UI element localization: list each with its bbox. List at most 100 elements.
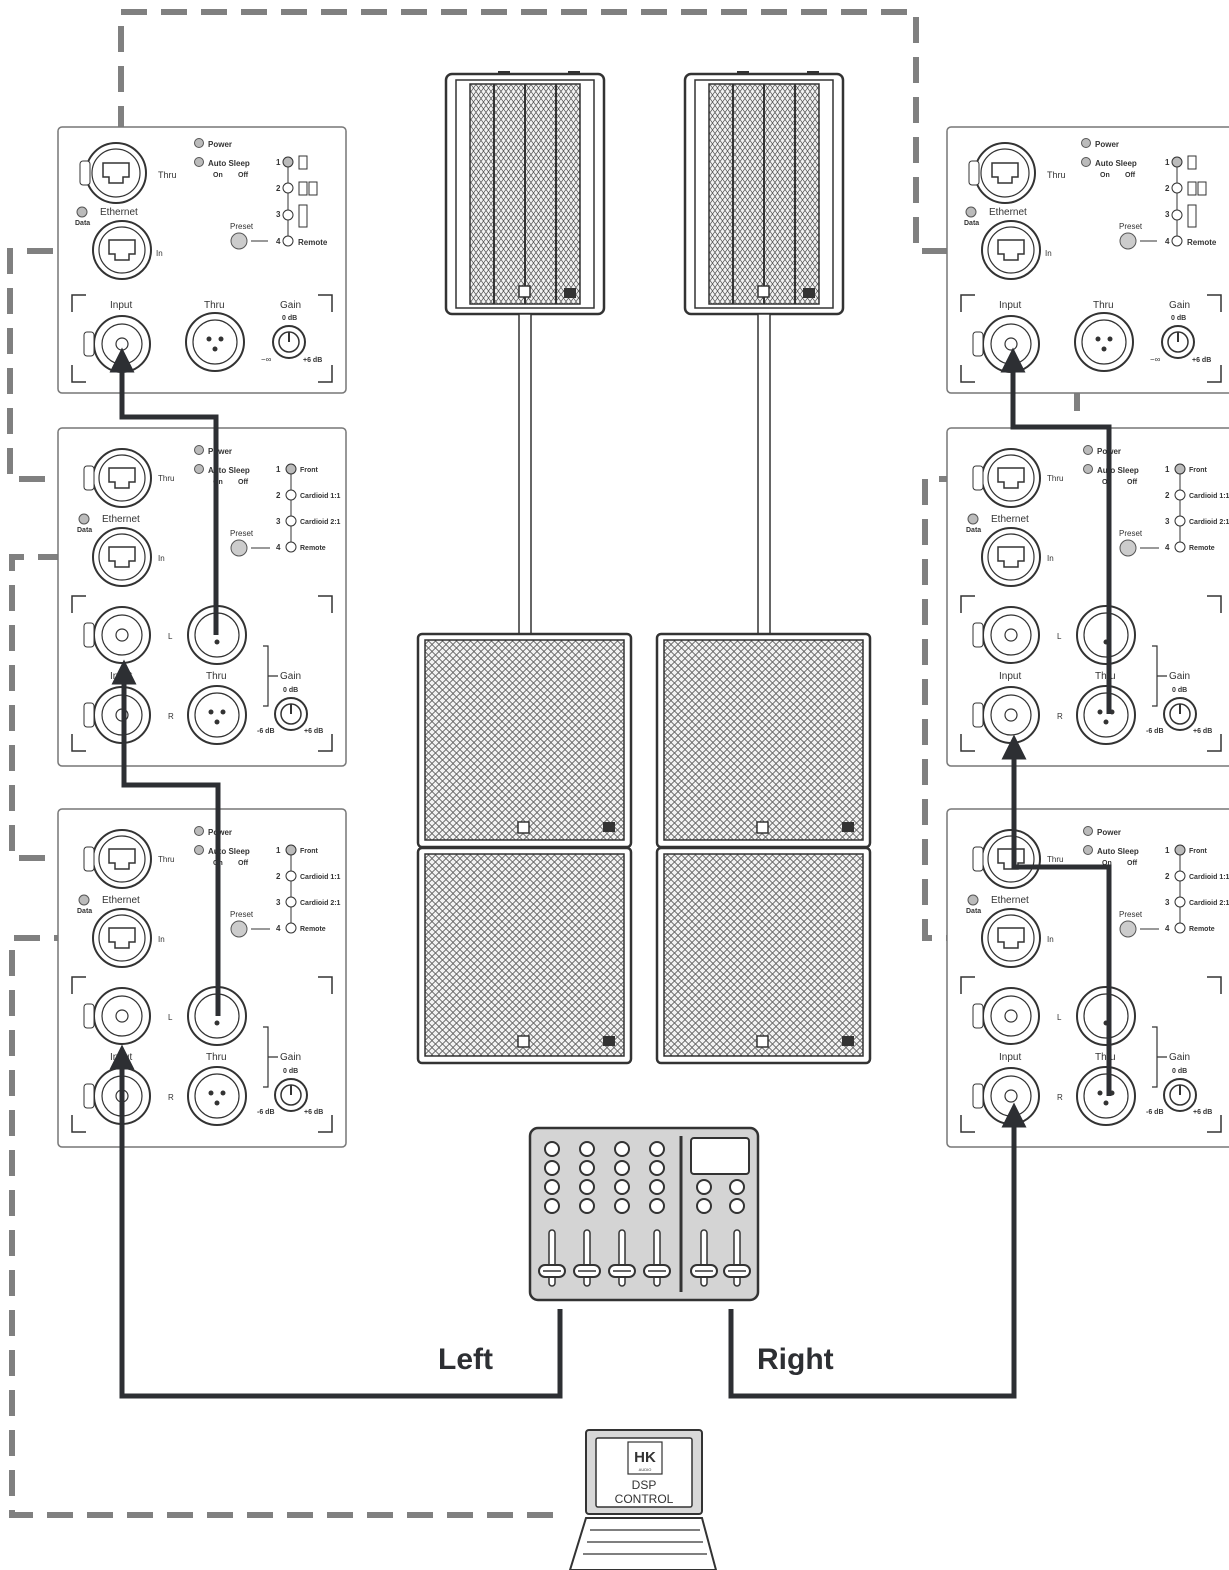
control-label: CONTROL bbox=[615, 1492, 674, 1506]
thru-label: Thru bbox=[158, 855, 174, 864]
preset-number: 4 bbox=[276, 543, 281, 552]
off-label: Off bbox=[1127, 479, 1138, 486]
ethernet-in-connector bbox=[93, 528, 151, 586]
preset-label: Preset bbox=[230, 910, 254, 919]
thru-label: Thru bbox=[158, 170, 177, 180]
preset-mode-label: Cardioid 2:1 bbox=[1189, 519, 1229, 526]
mixer-knob bbox=[580, 1142, 594, 1156]
xlr-thru-r-connector bbox=[1077, 1067, 1135, 1125]
gain-zero-label: 0 dB bbox=[282, 315, 297, 322]
preset-number: 4 bbox=[276, 924, 281, 933]
preset-number: 2 bbox=[1165, 491, 1170, 500]
preset-number: 3 bbox=[276, 210, 281, 219]
auto-sleep-label: Auto Sleep bbox=[208, 159, 250, 168]
thru-label: Thru bbox=[206, 671, 227, 682]
mixer-knob bbox=[580, 1180, 594, 1194]
preset-mode-label: Front bbox=[300, 848, 319, 855]
r-label: R bbox=[1057, 712, 1063, 721]
preset-mode-label: Cardioid 1:1 bbox=[300, 493, 341, 500]
mixer-knob bbox=[730, 1180, 744, 1194]
preset-number: 4 bbox=[1165, 237, 1170, 246]
right-channel-label: Right bbox=[757, 1343, 834, 1376]
top-speaker-panel-left: Thru Power Auto Sleep On Off 1 2 3 4 Rem… bbox=[58, 127, 346, 393]
in-label: In bbox=[1047, 935, 1054, 944]
l-label: L bbox=[1057, 1013, 1062, 1022]
preset-mode-label: Front bbox=[300, 467, 319, 474]
off-label: Off bbox=[238, 860, 249, 867]
xlr-thru-r-connector bbox=[188, 1067, 246, 1125]
preset-number: 1 bbox=[1165, 846, 1170, 855]
preset-mode-label: Cardioid 2:1 bbox=[1189, 900, 1229, 907]
preset-number: 2 bbox=[276, 491, 281, 500]
power-label: Power bbox=[208, 140, 232, 149]
preset-mode-label: Remote bbox=[1189, 926, 1215, 933]
data-label: Data bbox=[77, 527, 92, 534]
gain-knob bbox=[275, 1079, 307, 1111]
gain-min-label: -6 dB bbox=[1146, 1109, 1164, 1116]
thru-label: Thru bbox=[1047, 474, 1063, 483]
xlr-thru-connector bbox=[1075, 313, 1133, 371]
thru-label: Thru bbox=[158, 474, 174, 483]
gain-min-label: −∞ bbox=[1150, 355, 1161, 364]
gain-max-label: +6 dB bbox=[1193, 728, 1212, 735]
preset-label: Preset bbox=[230, 529, 254, 538]
top-speaker-left bbox=[446, 71, 604, 314]
gain-label: Gain bbox=[280, 1052, 301, 1063]
xlr-thru-connector bbox=[186, 313, 244, 371]
gain-min-label: -6 dB bbox=[1146, 728, 1164, 735]
gain-min-label: -6 dB bbox=[257, 728, 275, 735]
dsp-control-laptop: HK AUDIO DSP CONTROL bbox=[570, 1430, 716, 1570]
gain-max-label: +6 dB bbox=[1192, 357, 1211, 364]
subwoofer-panel-right-lower: ThruPowerAuto SleepOnOff1Front2Cardioid … bbox=[947, 809, 1229, 1147]
gain-max-label: +6 dB bbox=[1193, 1109, 1212, 1116]
mixer-display bbox=[691, 1138, 749, 1174]
preset-button bbox=[1120, 540, 1136, 556]
subwoofer-lower-right bbox=[657, 848, 870, 1063]
preset-mode-label: Cardioid 2:1 bbox=[300, 519, 341, 526]
gain-knob bbox=[1162, 326, 1194, 358]
mixer-knob bbox=[580, 1199, 594, 1213]
mixer-knob bbox=[697, 1180, 711, 1194]
preset-number: 3 bbox=[276, 898, 281, 907]
data-label: Data bbox=[75, 220, 90, 227]
data-label: Data bbox=[77, 908, 92, 915]
preset-number: 3 bbox=[1165, 517, 1170, 526]
speaker-poles bbox=[519, 314, 770, 634]
ethernet-label: Ethernet bbox=[989, 207, 1027, 218]
dsp-label: DSP bbox=[632, 1478, 657, 1492]
gain-min-label: -6 dB bbox=[257, 1109, 275, 1116]
input-label: Input bbox=[999, 1052, 1021, 1063]
r-label: R bbox=[168, 1093, 174, 1102]
auto-sleep-label: Auto Sleep bbox=[1095, 159, 1137, 168]
input-label: Input bbox=[999, 671, 1021, 682]
ethernet-label: Ethernet bbox=[991, 514, 1029, 525]
preset-number: 2 bbox=[276, 872, 281, 881]
remote-label: Remote bbox=[1187, 238, 1217, 247]
thru-label: Thru bbox=[1047, 170, 1066, 180]
gain-zero-label: 0 dB bbox=[1171, 315, 1186, 322]
in-label: In bbox=[156, 249, 163, 258]
top-speaker-panel-right: Thru Power Auto Sleep On Off 1 2 3 4 Rem… bbox=[947, 127, 1229, 393]
xlr-thru-l-connector bbox=[1077, 606, 1135, 664]
in-label: In bbox=[158, 554, 165, 563]
subwoofer-upper-right bbox=[657, 634, 870, 847]
ethernet-label: Ethernet bbox=[991, 895, 1029, 906]
preset-button bbox=[1120, 921, 1136, 937]
l-label: L bbox=[168, 1013, 173, 1022]
hk-logo: HK bbox=[634, 1449, 656, 1466]
preset-label: Preset bbox=[1119, 529, 1143, 538]
off-label: Off bbox=[238, 479, 249, 486]
gain-label: Gain bbox=[1169, 300, 1190, 311]
preset-number: 4 bbox=[276, 237, 281, 246]
mixer-knob bbox=[650, 1199, 664, 1213]
thru-label: Thru bbox=[1047, 855, 1063, 864]
gain-zero-label: 0 dB bbox=[1172, 1068, 1187, 1075]
in-label: In bbox=[1045, 249, 1052, 258]
preset-mode-label: Remote bbox=[1189, 545, 1215, 552]
thru-label: Thru bbox=[206, 1052, 227, 1063]
ethernet-in-connector bbox=[982, 909, 1040, 967]
ethernet-label: Ethernet bbox=[102, 514, 140, 525]
